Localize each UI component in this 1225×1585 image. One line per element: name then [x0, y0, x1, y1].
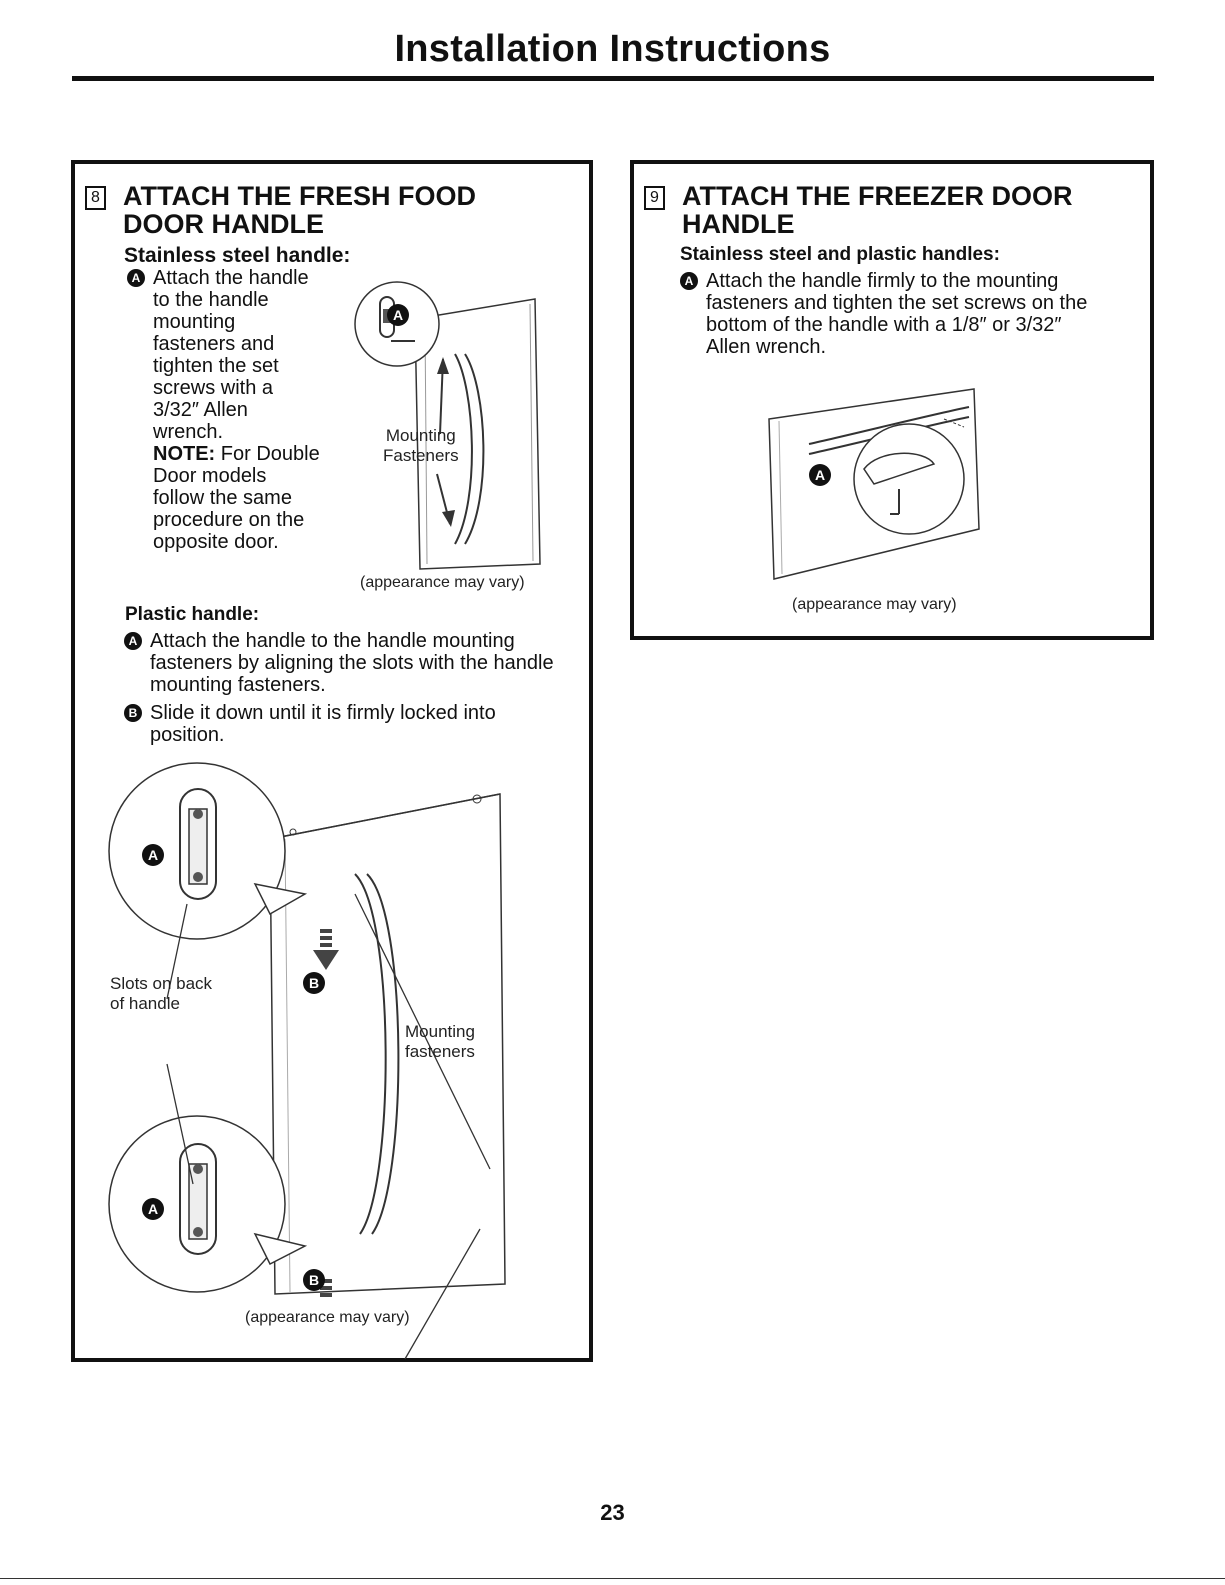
- note-line: Door models: [153, 465, 267, 487]
- step-9-caption: (appearance may vary): [792, 596, 957, 613]
- page-title: Installation Instructions: [394, 28, 831, 70]
- stainless-line: 3/32″ Allen: [153, 399, 248, 421]
- freezer-handle-figure: [768, 388, 980, 580]
- plastic-a-line: fasteners by aligning the slots with the…: [150, 652, 554, 674]
- stainless-line: fasteners and: [153, 333, 275, 355]
- label-line: fasteners: [405, 1042, 475, 1061]
- step-b-badge: B: [124, 704, 142, 722]
- plastic-b-line: Slide it down until it is firmly locked …: [150, 702, 496, 724]
- plastic-caption: (appearance may vary): [245, 1309, 410, 1326]
- step-9-line: Allen wrench.: [706, 336, 827, 358]
- step-a-badge: A: [124, 632, 142, 650]
- label-line: Slots on back: [110, 974, 213, 993]
- slots-label: Slots on back of handle: [110, 974, 212, 1014]
- stainless-line: mounting: [153, 311, 236, 333]
- label-line: Mounting: [385, 426, 456, 445]
- label-line: Fasteners: [383, 446, 459, 465]
- plastic-heading: Plastic handle:: [125, 604, 260, 625]
- plastic-mounting-label: Mounting fasteners: [405, 1022, 475, 1062]
- step-9-heading: Stainless steel and plastic handles:: [680, 244, 1000, 265]
- stainless-line: tighten the set: [153, 355, 279, 377]
- stainless-step-a: A Attach the handle to the handle mounti…: [127, 267, 393, 553]
- plastic-step-b: B Slide it down until it is firmly locke…: [124, 702, 580, 746]
- plastic-figure-badge-b-bottom: B: [303, 1269, 325, 1291]
- step-a-badge: A: [127, 269, 145, 287]
- note-line: opposite door.: [153, 531, 279, 553]
- stainless-line: screws with a: [153, 377, 274, 399]
- stainless-line: Attach the handle: [153, 267, 309, 289]
- note-text: For Double: [215, 443, 320, 465]
- step-9-title-line2: HANDLE: [682, 209, 795, 239]
- title-rule: [72, 76, 1154, 81]
- plastic-figure-badge-b-top: B: [303, 972, 325, 994]
- page-number: 23: [600, 1500, 625, 1525]
- stainless-line: wrench.: [153, 421, 224, 443]
- step-9-panel: 9 ATTACH THE FREEZER DOOR HANDLE Stainle…: [630, 160, 1154, 640]
- note-line: follow the same: [153, 487, 292, 509]
- note-line: procedure on the: [153, 509, 305, 531]
- step-8-title-line2: DOOR HANDLE: [123, 209, 324, 239]
- label-line: Mounting: [405, 1022, 475, 1041]
- stainless-figure-badge: A: [387, 304, 409, 326]
- mounting-fasteners-label: Mounting Fasteners: [383, 426, 459, 466]
- freezer-figure-badge: A: [809, 464, 831, 486]
- plastic-a-line: mounting fasteners.: [150, 674, 326, 696]
- note-line: NOTE: For Double: [153, 443, 393, 465]
- step-9-number: 9: [644, 186, 665, 210]
- stainless-line: to the handle: [153, 289, 269, 311]
- step-9-title-line1: ATTACH THE FREEZER DOOR: [682, 181, 1073, 211]
- step-9-line: bottom of the handle with a 1/8″ or 3/32…: [706, 314, 1062, 336]
- plastic-figure-badge-a-bottom: A: [142, 1198, 164, 1220]
- plastic-handle-figure: [108, 762, 506, 1360]
- note-label: NOTE:: [153, 443, 216, 465]
- step-8-title-line1: ATTACH THE FRESH FOOD: [123, 181, 476, 211]
- plastic-b-line: position.: [150, 724, 225, 746]
- plastic-figure-badge-a-top: A: [142, 844, 164, 866]
- step-8-number: 8: [85, 186, 106, 210]
- step-8-panel: 8 ATTACH THE FRESH FOOD DOOR HANDLE Stai…: [71, 160, 593, 1362]
- stainless-heading: Stainless steel handle:: [124, 244, 351, 267]
- plastic-step-a: A Attach the handle to the handle mounti…: [124, 630, 580, 696]
- plastic-a-line: Attach the handle to the handle mounting: [150, 630, 515, 652]
- stainless-caption: (appearance may vary): [360, 574, 525, 591]
- step-9-line: fasteners and tighten the set screws on …: [706, 292, 1088, 314]
- step-a-badge: A: [680, 272, 698, 290]
- label-line: of handle: [110, 994, 180, 1013]
- bottom-rule: [0, 1578, 1225, 1579]
- step-9-line: Attach the handle firmly to the mounting: [706, 270, 1059, 292]
- step-9-item-a: A Attach the handle firmly to the mounti…: [680, 270, 1136, 358]
